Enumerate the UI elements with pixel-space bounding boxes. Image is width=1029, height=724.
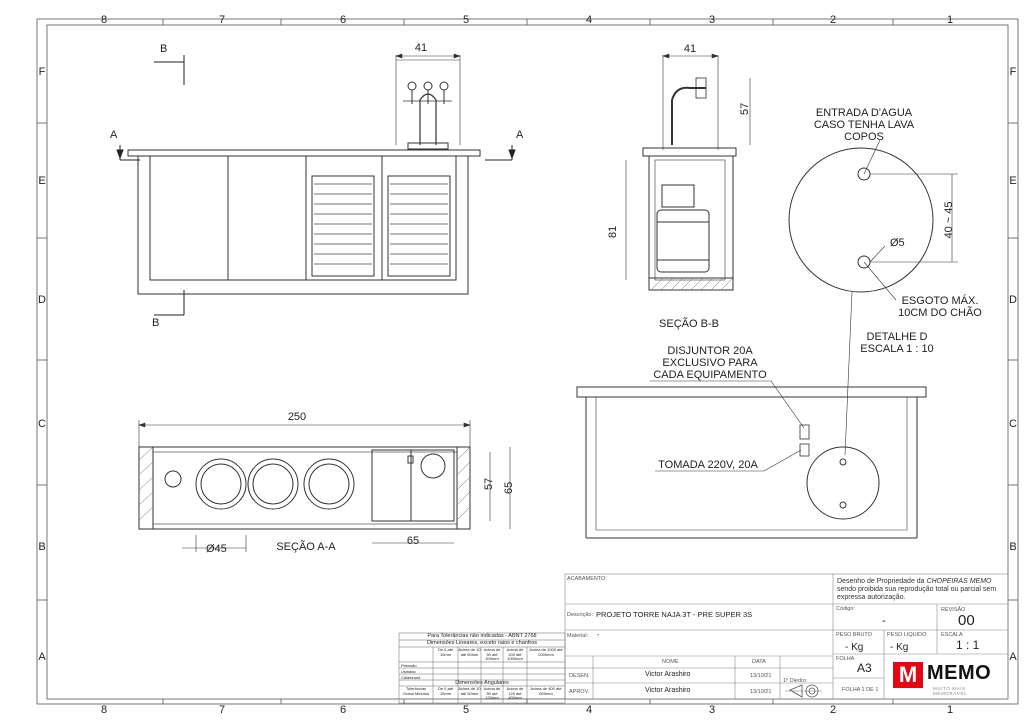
tolerance-linear-title: Dimensões Lineares, exceto raios e chanf…: [426, 640, 538, 646]
angular-header: Acima de 120 até 400mm: [506, 686, 524, 700]
section-bb-hatch: [650, 277, 734, 291]
zone-column-label: 5: [463, 704, 469, 716]
section-aa-dims: [138, 420, 511, 552]
detail-d-circle: [788, 139, 958, 456]
water-inlet-line: CASO TENHA LAVA: [814, 119, 915, 131]
water-inlet-line: COPOS: [844, 131, 884, 143]
section-marker-b-top: B: [160, 43, 167, 55]
zone-column-label: 1: [947, 704, 953, 716]
front-view: [127, 55, 481, 295]
angular-row-label: Tolerâncias Graus Minutos: [402, 686, 429, 696]
breaker-note-line: DISJUNTOR 20A: [667, 345, 753, 357]
zone-row-label: D: [38, 294, 46, 306]
water-inlet-line: ENTRADA D'AGUA: [816, 107, 913, 119]
zone-column-label: 8: [101, 14, 107, 26]
memo-logo-text: MEMO: [927, 662, 992, 684]
memo-logo-mark: M: [893, 662, 923, 688]
front-grilles: [314, 183, 448, 265]
section-aa-hatch: [138, 446, 471, 521]
zone-column-label: 7: [219, 14, 225, 26]
zone-row-label: A: [1009, 651, 1017, 663]
front-section-markers: [116, 55, 516, 316]
zone-column-label: 8: [101, 704, 107, 716]
zone-row-label: C: [1009, 418, 1017, 430]
section-aa-view: [138, 446, 471, 530]
zone-row-label: C: [38, 418, 46, 430]
angular-header: De 0 até 10mm: [437, 686, 454, 696]
zone-column-label: 2: [830, 704, 836, 716]
zone-column-label: 4: [586, 704, 592, 716]
zone-row-label: B: [38, 541, 45, 553]
zone-column-label: 2: [830, 14, 836, 26]
tolerance-title: Para Tolerâncias não indicadas - ABNT 27…: [427, 633, 537, 639]
tolerance-angular-title: Dimensões Angulares: [455, 680, 509, 686]
aa-dim-57: 57: [483, 478, 495, 490]
section-aa-label: SEÇÃO A-A: [276, 540, 336, 553]
linear-header: Acima de 200 até 1000mm: [506, 647, 524, 661]
zone-column-label: 6: [340, 704, 346, 716]
section-marker-a-left: A: [110, 129, 118, 141]
row-label: Precisão: [401, 663, 417, 668]
row-label: Usinado: [401, 669, 416, 674]
section-bb-dims: [625, 53, 751, 280]
bb-dim-height-tap: 57: [739, 103, 751, 115]
memo-logo-sub: MUITO MAIS MEMORÁVEL: [933, 686, 968, 696]
zone-row-label: F: [1010, 66, 1017, 78]
zone-column-label: 6: [340, 14, 346, 26]
aa-dim-total-width: 250: [288, 411, 306, 423]
linear-header: Acima de 10 até 50mm: [458, 647, 481, 657]
zone-row-label: D: [1009, 294, 1017, 306]
breaker-note-line: CADA EQUIPAMENTO: [653, 369, 767, 381]
zone-column-label: 4: [586, 14, 592, 26]
zone-column-label: 5: [463, 14, 469, 26]
bb-dim-height-body: 81: [607, 226, 619, 238]
memo-logo: M MEMO MUITO MAIS MEMORÁVEL: [893, 660, 997, 696]
aa-dim-65: 65: [503, 482, 515, 494]
detail-drain-note: ESGOTO MÁX.10CM DO CHÃO: [898, 294, 982, 319]
breaker-note-line: EXCLUSIVO PARA: [662, 357, 758, 369]
electrical-view: [576, 380, 927, 539]
aa-dim-diameter: Ø45: [206, 543, 227, 555]
front-tower-width-dim: 41: [415, 42, 427, 54]
zone-row-label: B: [1009, 541, 1016, 553]
tolerance-table: Para Tolerâncias não indicadas - ABNT 27…: [399, 633, 565, 703]
zone-row-label: F: [39, 66, 46, 78]
detail-title-line: DETALHE D: [867, 331, 928, 343]
section-bb-view: [642, 55, 737, 291]
detail-height-range: 40 ~ 45: [943, 201, 955, 238]
drain-note-line: 10CM DO CHÃO: [898, 306, 982, 319]
tolerance-table-frame: [398, 632, 566, 704]
zone-column-label: 3: [709, 14, 715, 26]
outlet-note: TOMADA 220V, 20A: [658, 459, 758, 471]
linear-header: Acima de 50 até 200mm: [483, 647, 501, 661]
angular-header: Acima de 50 até 120mm: [483, 686, 501, 700]
linear-header: De 0 até 10mm: [437, 647, 454, 657]
section-bb-label: SEÇÃO B-B: [659, 317, 719, 330]
detail-title-line: ESCALA 1 : 10: [860, 343, 933, 355]
angular-header: Acima de 10 até 50mm: [458, 686, 481, 696]
zone-column-label: 7: [219, 704, 225, 716]
drain-note-line: ESGOTO MÁX.: [902, 294, 979, 307]
section-marker-b-bottom: B: [152, 317, 159, 329]
zone-row-label: E: [1009, 175, 1016, 187]
front-dim-41: [395, 53, 461, 59]
first-angle-symbol-icon: [785, 684, 822, 698]
aa-dim-65-bottom: 65: [407, 535, 419, 547]
detail-diameter: Ø5: [890, 237, 905, 249]
title-block-frame: [564, 573, 1009, 700]
bb-dim-width: 41: [684, 43, 696, 55]
zone-column-label: 3: [709, 704, 715, 716]
zone-row-label: A: [38, 651, 46, 663]
zone-row-label: E: [38, 175, 45, 187]
angular-header: Acima de 400 até 600mm: [530, 686, 562, 696]
linear-header: Acima de 1000 até 2000mm: [529, 647, 563, 657]
row-label: Caldeiraria: [401, 675, 421, 680]
section-marker-a-right: A: [516, 129, 524, 141]
zone-column-label: 1: [947, 14, 953, 26]
